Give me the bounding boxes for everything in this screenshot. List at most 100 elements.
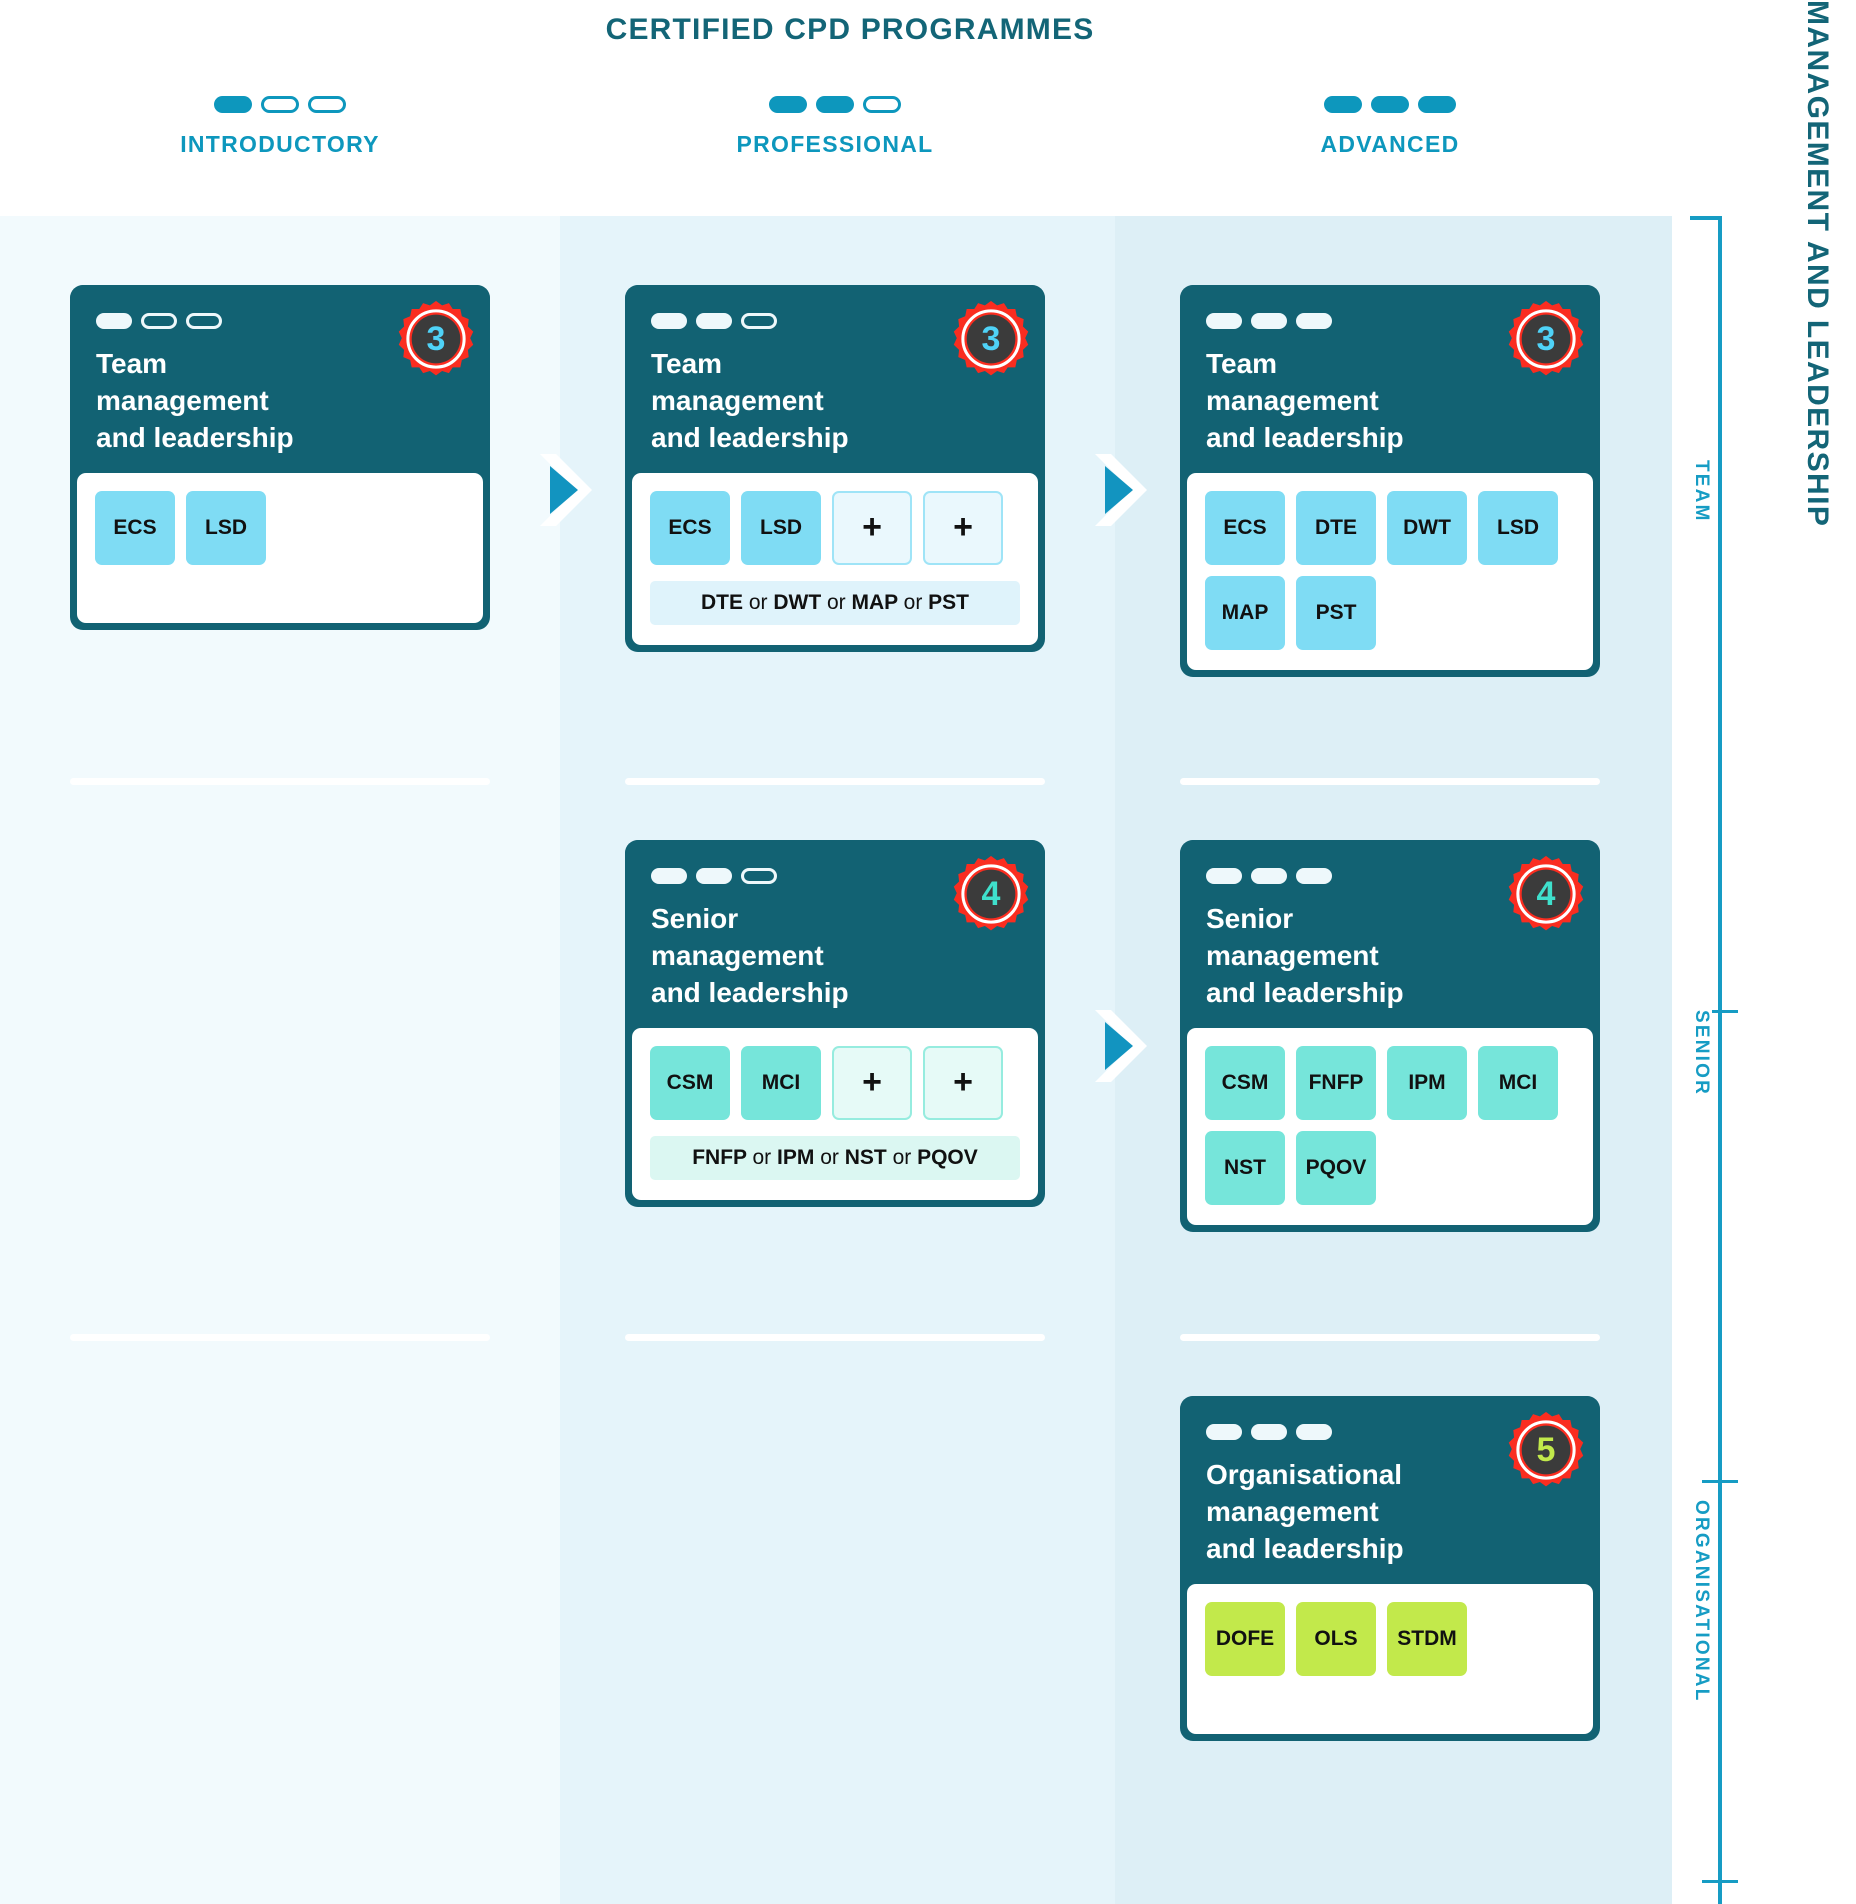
flow-arrow-team-professional-to-advanced — [1085, 448, 1169, 532]
column-label: INTRODUCTORY — [180, 131, 380, 157]
module-chip[interactable]: LSD — [1478, 490, 1558, 565]
module-chip[interactable]: MCI — [1478, 1045, 1558, 1120]
module-chip-add-slot[interactable]: + — [832, 1045, 912, 1120]
card-body: CSM FNFP IPM MCI NST PQOV — [1187, 1027, 1593, 1225]
axis-tick — [1702, 1010, 1738, 1013]
module-chip[interactable]: CSM — [650, 1045, 730, 1120]
level-pills-introductory — [70, 96, 490, 113]
module-chip[interactable]: DTE — [1296, 490, 1376, 565]
card-level-pill-filled — [1296, 868, 1332, 884]
module-chip[interactable]: ECS — [95, 490, 175, 565]
axis-tick — [1702, 1880, 1738, 1883]
module-chip[interactable]: ECS — [650, 490, 730, 565]
axis-label-senior: SENIOR — [1690, 1000, 1712, 1107]
badge-number: 4 — [1536, 874, 1556, 913]
module-chip[interactable]: PST — [1296, 575, 1376, 650]
level-pills-advanced — [1180, 96, 1600, 113]
level-pill-filled — [214, 96, 252, 113]
module-chip-add-slot[interactable]: + — [923, 1045, 1003, 1120]
card-level-pill-filled — [96, 313, 132, 329]
column-header-advanced: ADVANCED — [1180, 96, 1600, 158]
module-chip-list: CSM MCI + + — [650, 1045, 1020, 1120]
badge-number: 3 — [1536, 319, 1556, 358]
row-divider — [625, 1334, 1045, 1341]
module-chip[interactable]: LSD — [741, 490, 821, 565]
axis-tick — [1702, 1480, 1738, 1483]
certification-badge: 3 — [1508, 301, 1584, 377]
flow-arrow-senior-professional-to-advanced — [1085, 1004, 1169, 1088]
module-chip-list: ECS LSD + + — [650, 490, 1020, 565]
certification-badge: 3 — [953, 301, 1029, 377]
card-level-pill-empty — [741, 313, 777, 329]
module-chip[interactable]: IPM — [1387, 1045, 1467, 1120]
card-level-pill-empty — [186, 313, 222, 329]
level-pill-empty — [308, 96, 346, 113]
module-chip[interactable]: MCI — [741, 1045, 821, 1120]
module-chip-add-slot[interactable]: + — [923, 490, 1003, 565]
module-chip[interactable]: NST — [1205, 1130, 1285, 1205]
card-level-pill-filled — [1206, 868, 1242, 884]
row-divider — [1180, 1334, 1600, 1341]
module-chip[interactable]: DOFE — [1205, 1601, 1285, 1676]
module-chip-add-slot[interactable]: + — [832, 490, 912, 565]
module-chip[interactable]: LSD — [186, 490, 266, 565]
card-level-pills — [96, 313, 464, 329]
card-level-pills — [1206, 868, 1574, 884]
card-body: CSM MCI + + FNFP or IPM or NST or PQOV — [632, 1027, 1038, 1200]
module-chip-list: ECS LSD — [95, 490, 465, 565]
hint-notch — [938, 572, 978, 592]
card-level-pill-empty — [741, 868, 777, 884]
elective-hint-wrapper: DTE or DWT or MAP or PST — [650, 580, 1020, 625]
module-chip[interactable]: DWT — [1387, 490, 1467, 565]
certification-badge: 4 — [953, 856, 1029, 932]
module-chip[interactable]: STDM — [1387, 1601, 1467, 1676]
module-chip[interactable]: OLS — [1296, 1601, 1376, 1676]
column-header-professional: PROFESSIONAL — [625, 96, 1045, 158]
certification-badge: 5 — [1508, 1412, 1584, 1488]
page-title: CERTIFIED CPD PROGRAMMES — [605, 13, 1095, 46]
hint-notch — [938, 1127, 978, 1147]
card-body: DOFE OLS STDM — [1187, 1583, 1593, 1734]
card-level-pills — [651, 868, 1019, 884]
card-level-pills — [1206, 313, 1574, 329]
card-level-pill-filled — [696, 868, 732, 884]
module-chip[interactable]: MAP — [1205, 575, 1285, 650]
right-axis-title: MANAGEMENT AND LEADERSHIP — [1801, 0, 1834, 528]
column-label: PROFESSIONAL — [736, 131, 934, 157]
module-chip[interactable]: PQOV — [1296, 1130, 1376, 1205]
level-pill-filled — [1371, 96, 1409, 113]
module-chip-list: DOFE OLS STDM — [1205, 1601, 1575, 1676]
module-chip[interactable]: CSM — [1205, 1045, 1285, 1120]
level-pill-empty — [261, 96, 299, 113]
column-label: ADVANCED — [1320, 131, 1460, 157]
card-level-pill-filled — [651, 868, 687, 884]
row-divider — [625, 778, 1045, 785]
certification-badge: 4 — [1508, 856, 1584, 932]
card-body: ECS LSD + + DTE or DWT or MAP or PST — [632, 472, 1038, 645]
module-chip[interactable]: FNFP — [1296, 1045, 1376, 1120]
badge-number: 3 — [426, 319, 446, 358]
axis-top-cap — [1690, 216, 1722, 220]
module-chip[interactable]: ECS — [1205, 490, 1285, 565]
level-pill-filled — [1418, 96, 1456, 113]
row-divider — [1180, 778, 1600, 785]
flow-arrow-team-intro-to-professional — [530, 448, 614, 532]
axis-label-team: TEAM — [1690, 450, 1712, 533]
module-chip-list: ECS DTE DWT LSD MAP PST — [1205, 490, 1575, 650]
card-body: ECS DTE DWT LSD MAP PST — [1187, 472, 1593, 670]
badge-number: 5 — [1536, 1430, 1556, 1469]
column-header-introductory: INTRODUCTORY — [70, 96, 490, 158]
